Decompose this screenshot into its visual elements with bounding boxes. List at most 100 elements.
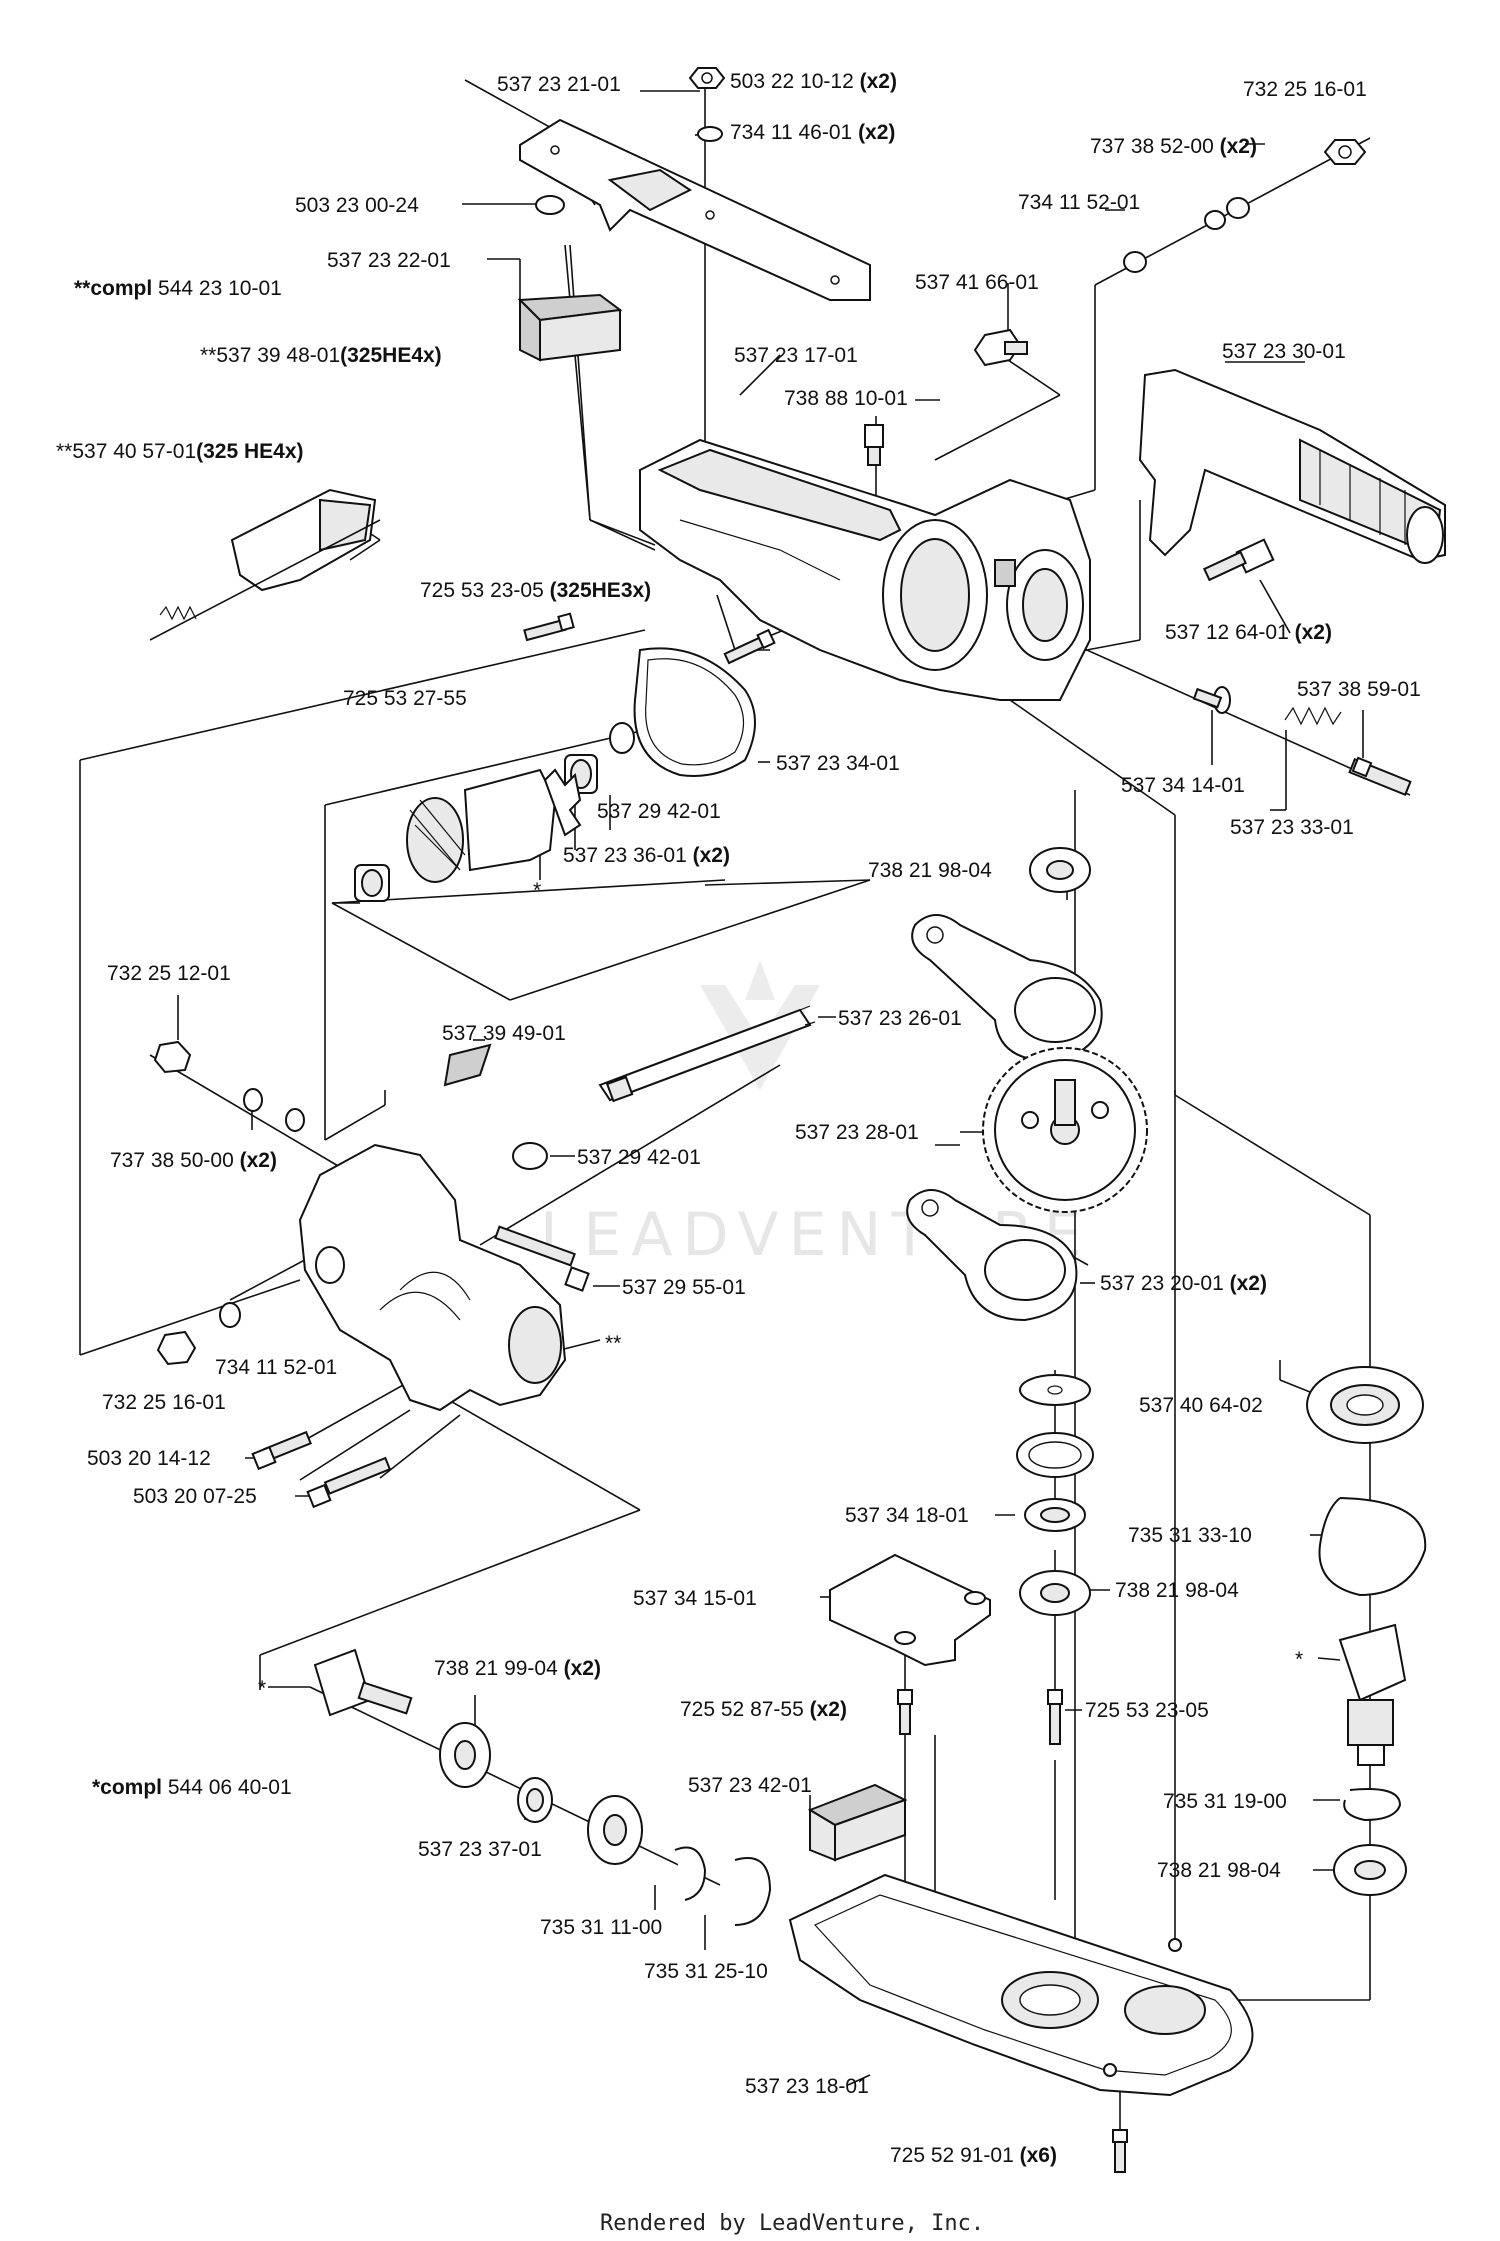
top-nut — [535, 67, 726, 215]
label-537-29-42-01-b: 537 29 42-01 — [577, 1146, 701, 1169]
cover-screws — [897, 1689, 1063, 1745]
long-screw — [494, 1225, 590, 1292]
grease-nipple — [864, 424, 884, 466]
label-734-11-52-01-b: 734 11 52-01 — [215, 1356, 337, 1379]
rubber-block — [517, 293, 623, 362]
label-725-53-23-05-b: 725 53 23-05 — [1085, 1699, 1209, 1722]
circlip-large — [1318, 1497, 1427, 1597]
label-537-23-30-01: 537 23 30-01 — [1222, 340, 1346, 363]
side-housing — [298, 1143, 567, 1412]
label-537-39-49-01: 537 39 49-01 — [442, 1022, 566, 1045]
right-hardware — [1123, 139, 1367, 273]
label-503-20-14-12: 503 20 14-12 — [87, 1447, 211, 1470]
part-labels: 537 23 21-01 503 22 10-12 (x2) 734 11 46… — [56, 70, 1421, 2167]
washer-plate-1 — [911, 914, 1103, 1062]
label-537-12-64-01: 537 12 64-01 (x2) — [1165, 621, 1332, 644]
washer — [609, 722, 635, 754]
label-734-11-52-01-top: 734 11 52-01 — [1018, 191, 1140, 214]
label-503-23-00-24: 503 23 00-24 — [295, 194, 419, 217]
spring — [1284, 706, 1342, 726]
label-537-40-64-02: 537 40 64-02 — [1139, 1394, 1263, 1417]
circlip-lower-a — [674, 1846, 707, 1901]
gasket — [633, 647, 756, 777]
housing-screws — [251, 1430, 392, 1509]
label-738-21-98-04-b: 738 21 98-04 — [1115, 1579, 1239, 1602]
label-537-23-22-01: 537 23 22-01 — [327, 249, 451, 272]
label-735-31-33-10: 735 31 33-10 — [1128, 1524, 1252, 1547]
label-537-38-59-01: 537 38 59-01 — [1297, 678, 1421, 701]
label-537-23-28-01: 537 23 28-01 — [795, 1121, 919, 1144]
label-735-31-19-00: 735 31 19-00 — [1163, 1790, 1287, 1813]
big-gear — [982, 1047, 1148, 1213]
washer-plate-2 — [906, 1189, 1078, 1322]
label-537-34-18-01: 537 34 18-01 — [845, 1504, 969, 1527]
parts — [149, 67, 1446, 2173]
label-725-53-23-05-a: 725 53 23-05 (325HE3x) — [420, 579, 651, 602]
small-screws — [523, 612, 776, 665]
label-732-25-16-01-b: 732 25 16-01 — [102, 1391, 226, 1414]
label-compl-544-23-10-01: **compl 544 23 10-01 — [74, 277, 282, 300]
cover-plate — [829, 1553, 991, 1667]
label-537-29-42-01-a: 537 29 42-01 — [597, 800, 721, 823]
gearbox-base — [788, 1873, 1254, 2097]
plug — [973, 328, 1028, 367]
pinion-lower — [313, 1648, 643, 1865]
label-732-25-12-01: 732 25 12-01 — [107, 962, 231, 985]
label-537-23-34-01: 537 23 34-01 — [776, 752, 900, 775]
label-537-23-26-01: 537 23 26-01 — [838, 1007, 962, 1030]
shaft — [598, 1005, 816, 1103]
label-725-52-91-01: 725 52 91-01 (x6) — [890, 2144, 1057, 2167]
label-725-52-87-55: 725 52 87-55 (x2) — [680, 1698, 847, 1721]
bottom-screw — [1112, 2129, 1128, 2173]
label-star-a: * — [533, 879, 541, 902]
handle — [1138, 368, 1446, 564]
label-star-d: * — [258, 1677, 266, 1700]
label-star-c: * — [1295, 1648, 1303, 1671]
label-537-23-17-01: 537 23 17-01 — [734, 344, 858, 367]
label-537-23-18-01: 537 23 18-01 — [745, 2075, 869, 2098]
label-738-21-98-04-a: 738 21 98-04 — [868, 859, 992, 882]
washer-b — [512, 1142, 548, 1170]
label-738-21-99-04: 738 21 99-04 (x2) — [434, 1657, 601, 1680]
label-738-21-98-04-c: 738 21 98-04 — [1157, 1859, 1281, 1882]
bevel-gear — [406, 768, 582, 883]
bracket-plate — [519, 118, 871, 301]
label-537-41-66-01: 537 41 66-01 — [915, 271, 1039, 294]
label-537-23-20-01: 537 23 20-01 (x2) — [1100, 1272, 1267, 1295]
pinion-right — [1338, 1623, 1407, 1766]
gear-housing — [639, 438, 1091, 701]
label-737-38-50-00: 737 38 50-00 (x2) — [110, 1149, 277, 1172]
pad — [443, 1043, 492, 1087]
center-washers — [1016, 1374, 1094, 1616]
label-537-23-42-01: 537 23 42-01 — [688, 1774, 812, 1797]
circlip-lower-b — [734, 1857, 772, 1926]
pin — [1192, 686, 1231, 714]
label-737-38-52-00: 737 38 52-00 (x2) — [1090, 135, 1257, 158]
label-compl-544-06-40-01: *compl 544 06 40-01 — [92, 1776, 292, 1799]
label-503-20-07-25: 503 20 07-25 — [133, 1485, 257, 1508]
bearing-c — [1333, 1844, 1407, 1896]
lock-pin — [1348, 756, 1412, 797]
label-537-29-55-01: 537 29 55-01 — [622, 1276, 746, 1299]
block — [807, 1783, 908, 1862]
label-537-23-21-01: 537 23 21-01 — [497, 73, 621, 96]
circlip-small — [1343, 1788, 1402, 1822]
label-537-40-57-01: **537 40 57-01(325 HE4x) — [56, 440, 304, 463]
label-537-23-37-01: 537 23 37-01 — [418, 1838, 542, 1861]
label-503-22-10-12: 503 22 10-12 (x2) — [730, 70, 897, 93]
label-734-11-46-01: 734 11 46-01 (x2) — [730, 121, 895, 144]
label-537-23-33-01: 537 23 33-01 — [1230, 816, 1354, 839]
bearing-large — [1306, 1366, 1424, 1444]
label-537-34-14-01: 537 34 14-01 — [1121, 774, 1245, 797]
label-star-b: ** — [605, 1332, 621, 1355]
left-nuts — [153, 1040, 305, 1366]
footer-credit: Rendered by LeadVenture, Inc. — [600, 2211, 984, 2236]
label-537-23-36-01: 537 23 36-01 (x2) — [563, 844, 730, 867]
label-725-53-27-55: 725 53 27-55 — [343, 687, 467, 710]
label-738-88-10-01: 738 88 10-01 — [784, 387, 908, 410]
handle-bolt — [1203, 538, 1275, 582]
label-735-31-25-10: 735 31 25-10 — [644, 1960, 768, 1983]
bearing-a — [1029, 847, 1091, 893]
trigger-cover — [149, 488, 381, 641]
